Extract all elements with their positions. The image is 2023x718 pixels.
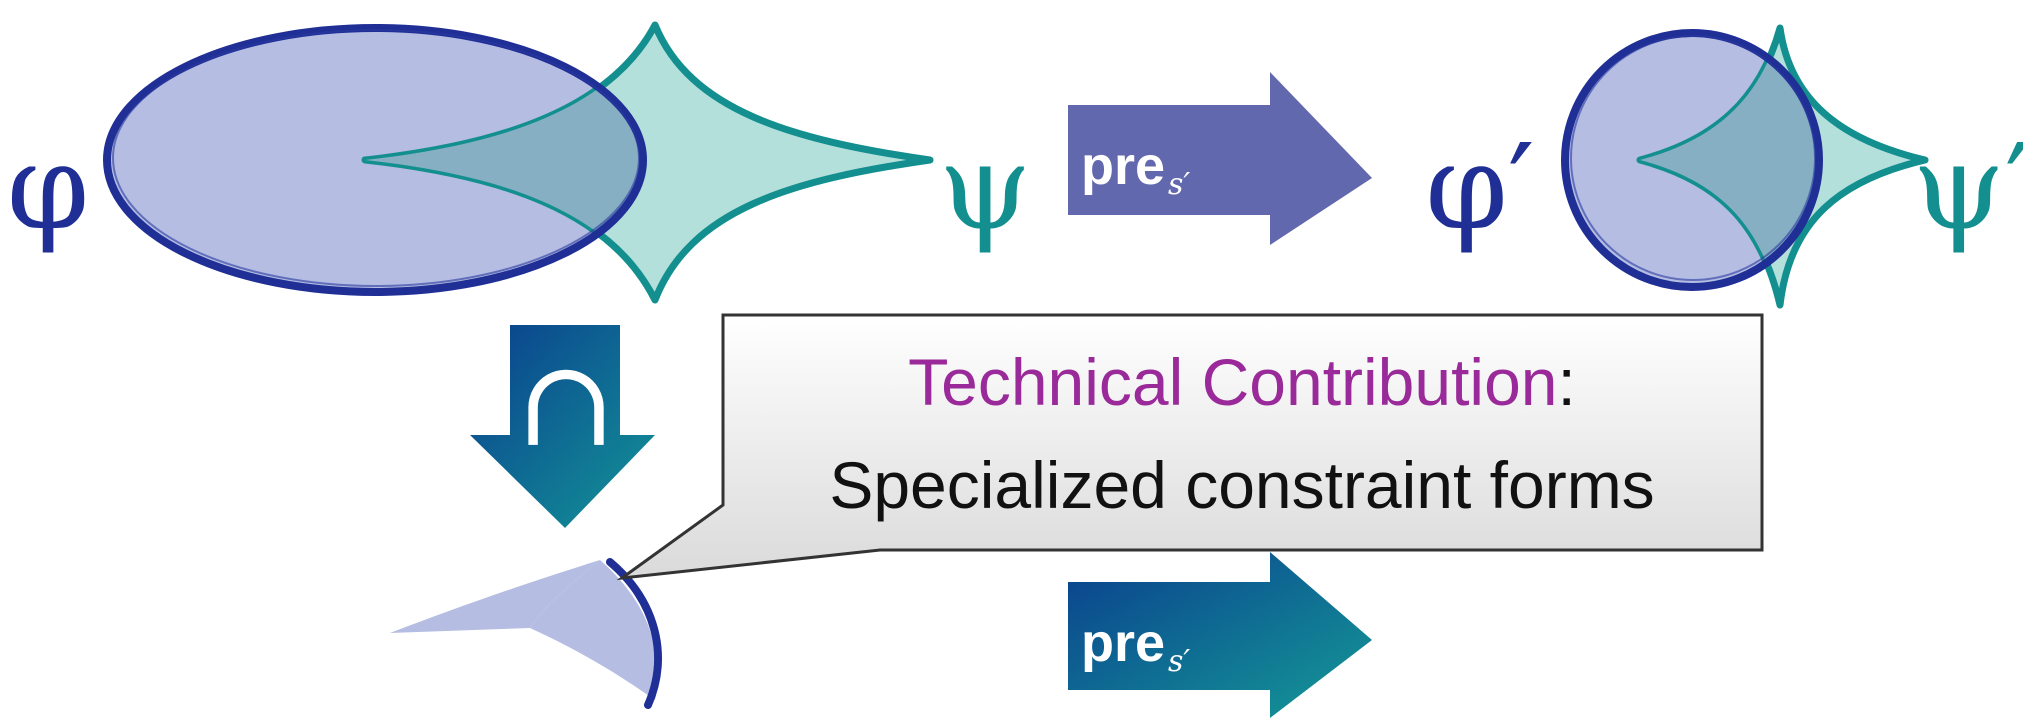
pre-arrow-top-subscript: s′ xyxy=(1168,167,1190,202)
psi-symbol: ψ xyxy=(939,118,1032,256)
psi-prime-symbol: ψ′ xyxy=(1912,118,2023,256)
phi-prime-psi-prime-overlap xyxy=(1640,33,1819,287)
pre-arrow-top-label: pre xyxy=(1081,136,1165,196)
pre-arrow-bottom-label: pre xyxy=(1081,613,1165,673)
phi-boundary xyxy=(103,24,647,296)
intersection-result-shape xyxy=(390,558,662,709)
intersect-arrow-down: ∩ xyxy=(470,325,655,528)
intersect-arrow-symbol: ∩ xyxy=(516,335,617,474)
svg-text:Technical Contribution:: Technical Contribution: xyxy=(908,345,1576,419)
callout-line2: Specialized constraint forms xyxy=(829,448,1654,522)
callout-colon: : xyxy=(1558,345,1576,419)
callout-bubble: Technical Contribution: Specialized cons… xyxy=(616,313,1764,581)
phi-symbol: φ xyxy=(7,118,90,256)
pre-arrow-bottom-subscript: s′ xyxy=(1168,644,1190,679)
svg-text:pre: pre xyxy=(1081,613,1165,673)
callout-highlight: Technical Contribution xyxy=(908,345,1557,419)
phi-prime-boundary xyxy=(1561,29,1823,291)
phi-prime-symbol: φ′ xyxy=(1425,118,1534,256)
pre-arrow-bottom: pre s′ xyxy=(1068,552,1372,718)
svg-text:pre: pre xyxy=(1081,136,1165,196)
pre-arrow-top: pre s′ xyxy=(1068,72,1372,245)
